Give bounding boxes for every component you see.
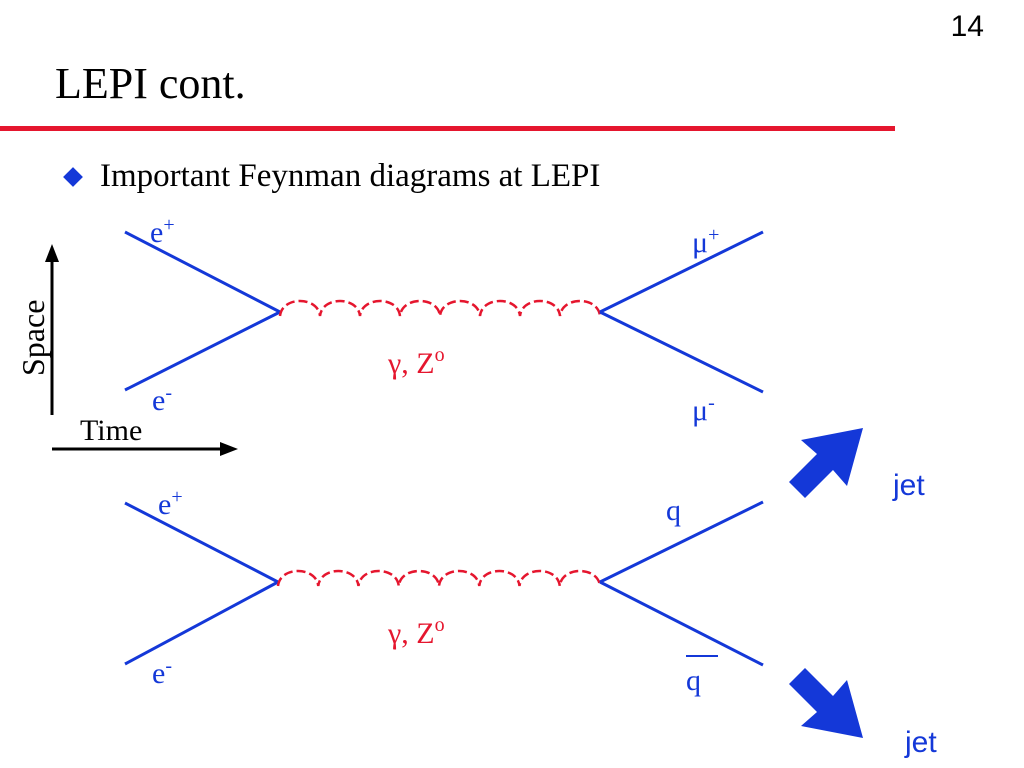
antiquark-line	[599, 580, 764, 667]
electron-line	[124, 580, 279, 666]
feynman-diagram-quark-pair: e+ e- γ, Zo q q jet jet	[124, 428, 937, 759]
jet-top-label: jet	[892, 469, 925, 502]
time-axis-arrowhead-icon	[220, 442, 238, 456]
photon-z-propagator	[278, 299, 602, 317]
jet-bottom-label: jet	[904, 726, 937, 759]
time-label: Time	[80, 414, 142, 447]
muon-line	[599, 310, 764, 394]
quark-line	[599, 500, 764, 584]
jet-arrow-down-icon	[789, 668, 863, 738]
propagator-label: γ, Zo	[387, 614, 445, 650]
feynman-diagram-muon-pair: e+ e- γ, Zo μ+ μ-	[124, 214, 764, 427]
quark-label: q	[666, 494, 681, 527]
page-number: 14	[950, 10, 984, 43]
antimuon-line	[599, 230, 764, 314]
electron-line	[124, 310, 281, 392]
title-rule	[0, 126, 895, 131]
electron-label: e-	[152, 382, 172, 417]
slide-title: LEPI cont.	[55, 59, 246, 108]
bullet-text: Important Feynman diagrams at LEPI	[100, 158, 601, 194]
jet-arrow-up-icon	[789, 428, 863, 498]
propagator-label: γ, Zo	[387, 344, 445, 380]
positron-line	[124, 230, 281, 314]
space-axis-arrowhead-icon	[45, 244, 59, 262]
positron-line	[124, 501, 279, 584]
bullet-item: Important Feynman diagrams at LEPI	[63, 158, 601, 195]
space-label: Space	[15, 300, 51, 376]
muon-label: μ-	[692, 392, 715, 427]
electron-label: e-	[152, 655, 172, 690]
antimuon-label: μ+	[692, 224, 719, 259]
photon-z-propagator	[276, 569, 602, 587]
positron-label: e+	[150, 214, 175, 249]
positron-label: e+	[158, 486, 183, 521]
space-time-axes: Space Time	[15, 244, 238, 456]
antiquark-label: q	[686, 664, 701, 697]
